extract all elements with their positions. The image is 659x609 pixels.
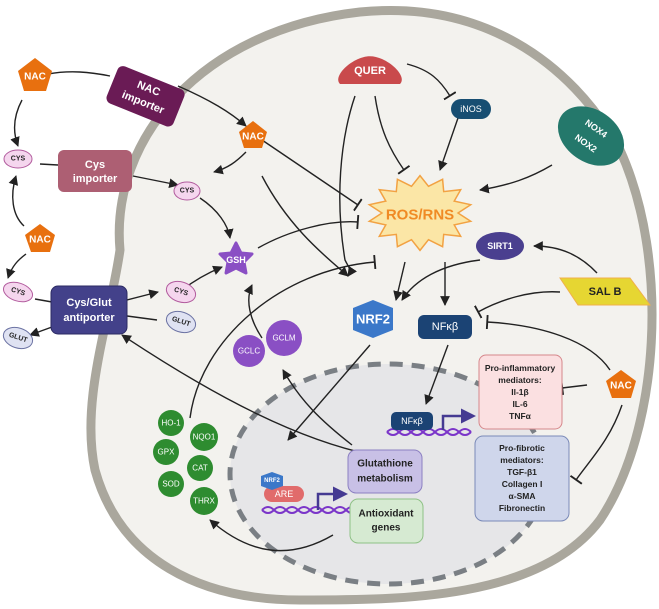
svg-text:iNOS: iNOS [460, 104, 482, 114]
enzyme-gpx: GPX [153, 439, 179, 465]
svg-text:NFκβ: NFκβ [401, 416, 423, 426]
nfkb-dna-complex: NFκβ [386, 408, 476, 436]
svg-text:Cys/Glut: Cys/Glut [66, 297, 112, 309]
transcription-start-arrow [441, 408, 476, 430]
gclm: GCLM [266, 320, 302, 356]
enzyme-ho-1: HO-1 [158, 410, 184, 436]
nac-importer: NAC importer [106, 66, 185, 127]
svg-text:Pro-fibrotic: Pro-fibrotic [499, 443, 545, 453]
svg-text:NRF2: NRF2 [264, 478, 280, 484]
svg-text:Fibronectin: Fibronectin [499, 503, 545, 513]
svg-text:genes: genes [372, 523, 401, 534]
svg-text:Cys: Cys [85, 159, 105, 171]
pro-inflammatory-box: Pro-inflammatory mediators: Il-1β IL-6 T… [478, 354, 563, 430]
pro-fibrotic-box: Pro-fibrotic mediators: TGF-β1 Collagen … [474, 435, 570, 522]
cys-outside-bottom: CYS [2, 281, 34, 303]
svg-text:ROS/RNS: ROS/RNS [386, 207, 454, 224]
cys-importer: Cys importer [58, 150, 132, 192]
sirt1: SIRT1 [476, 232, 524, 260]
svg-text:CYS: CYS [10, 286, 26, 297]
nrf2: NRF2 [353, 300, 393, 338]
gclc: GCLC [233, 335, 265, 367]
svg-text:TNFα: TNFα [509, 411, 532, 421]
svg-text:THRX: THRX [193, 497, 215, 506]
enzyme-sod: SOD [158, 471, 184, 497]
cys-inside-top: CYS [173, 181, 201, 201]
svg-text:QUER: QUER [354, 65, 386, 77]
svg-text:IL-6: IL-6 [512, 399, 527, 409]
svg-text:α-SMA: α-SMA [509, 491, 536, 501]
nfkb: NFκβ [418, 315, 472, 339]
glut-outside: GLUT [2, 326, 34, 350]
svg-text:antiporter: antiporter [63, 312, 115, 324]
edges [6, 63, 623, 552]
svg-text:CYS: CYS [180, 188, 195, 195]
svg-text:GCLM: GCLM [272, 334, 295, 343]
nac-top-label: NAC [24, 72, 46, 83]
nrf2-are-dna-complex: ARE NRF2 [261, 472, 359, 514]
svg-text:HO-1: HO-1 [161, 419, 181, 428]
svg-text:Pro-inflammatory: Pro-inflammatory [485, 363, 556, 373]
cys-inside-bottom: CYS [165, 280, 197, 304]
nac-right: NAC [606, 370, 636, 398]
svg-text:GSH: GSH [226, 255, 246, 265]
ros-rns: ROS/RNS [367, 174, 473, 252]
svg-text:NQO1: NQO1 [193, 433, 216, 442]
svg-text:GCLC: GCLC [238, 347, 260, 356]
svg-text:GPX: GPX [158, 448, 176, 457]
svg-text:ARE: ARE [275, 489, 294, 499]
transcription-start-arrow [316, 486, 348, 510]
glut-inside: GLUT [165, 310, 197, 334]
svg-text:Il-1β: Il-1β [511, 387, 528, 397]
cys-outside-top: CYS [3, 149, 33, 169]
svg-text:SOD: SOD [162, 480, 180, 489]
svg-text:TGF-β1: TGF-β1 [507, 467, 537, 477]
svg-text:mediators:: mediators: [500, 455, 544, 465]
svg-text:SAL B: SAL B [589, 286, 622, 298]
svg-text:NAC: NAC [610, 381, 632, 392]
svg-text:SIRT1: SIRT1 [487, 241, 513, 251]
inos: iNOS [451, 99, 491, 119]
svg-text:CYS: CYS [11, 156, 26, 163]
nac-left: NAC [25, 224, 55, 252]
svg-text:importer: importer [73, 173, 118, 185]
glutathione-metabolism-box: Glutathione metabolism [347, 449, 423, 494]
nac-inside: NAC [239, 121, 267, 148]
svg-text:NAC: NAC [242, 132, 264, 143]
svg-text:metabolism: metabolism [357, 474, 413, 485]
nac-top: NAC [18, 58, 52, 91]
dna-strand-nfkb [386, 428, 472, 436]
enzyme-thrx: THRX [190, 487, 218, 515]
antioxidant-enzymes: HO-1 NQO1 GPX CAT SOD THRX [153, 410, 218, 515]
enzyme-cat: CAT [187, 455, 213, 481]
svg-text:Collagen I: Collagen I [502, 479, 543, 489]
svg-text:mediators:: mediators: [498, 375, 542, 385]
svg-text:NAC: NAC [29, 235, 51, 246]
cys-glut-antiporter: Cys/Glut antiporter [50, 285, 128, 335]
gsh: GSH [218, 241, 254, 275]
nox4-nox2: NOX4 NOX2 [557, 106, 625, 166]
antioxidant-genes-box: Antioxidant genes [349, 498, 424, 544]
svg-text:CYS: CYS [173, 286, 189, 297]
enzyme-nqo1: NQO1 [190, 423, 218, 451]
svg-text:Glutathione: Glutathione [357, 459, 413, 470]
svg-text:CAT: CAT [192, 464, 208, 473]
svg-text:NRF2: NRF2 [356, 312, 390, 327]
quer: QUER [338, 56, 402, 84]
sal-b: SAL B [559, 277, 651, 306]
svg-text:Antioxidant: Antioxidant [359, 509, 415, 520]
svg-text:NFκβ: NFκβ [432, 321, 459, 333]
